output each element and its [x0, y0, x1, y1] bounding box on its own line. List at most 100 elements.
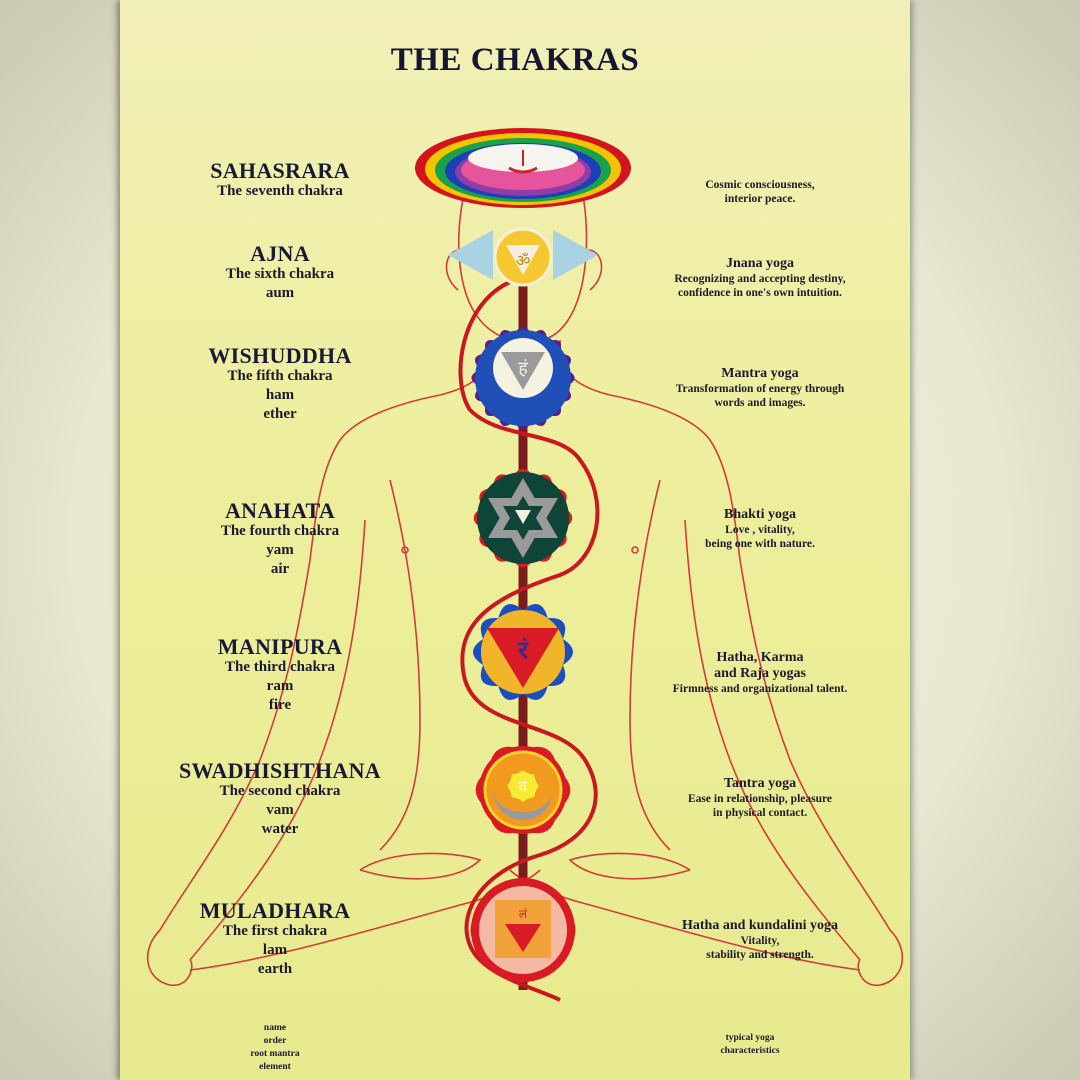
yoga-type: Hatha and kundalini yoga — [681, 918, 838, 933]
chakra-order: The sixth chakra — [225, 266, 335, 282]
label-swadhishthana: SWADHISHTHANA The second chakra vam wate… — [150, 760, 410, 839]
legend-item: order — [263, 1036, 287, 1046]
chakra-mantra: vam — [266, 802, 294, 818]
legend-item: root mantra — [250, 1049, 300, 1059]
desc-sahasrara: Cosmic consciousness, interior peace. — [650, 178, 870, 206]
chakra-wishuddha-icon: हं — [471, 326, 575, 430]
characteristic-line: being one with nature. — [705, 538, 815, 550]
chakra-name: SAHASRARA — [210, 158, 350, 183]
om-glyph: ॐ — [516, 252, 531, 270]
chakra-element: water — [261, 821, 299, 837]
chakra-order: The third chakra — [224, 659, 335, 675]
left-inner-arm — [189, 519, 366, 961]
chakra-order: The fourth chakra — [220, 523, 340, 539]
nadi-channel — [458, 278, 600, 1002]
legend-item: name — [263, 1023, 287, 1033]
chakra-muladhara-icon: लं — [470, 877, 576, 983]
legend-right: typical yoga characteristics — [690, 1032, 810, 1058]
downward-triangle — [505, 924, 541, 952]
label-sahasrara: SAHASRARA The seventh chakra — [180, 160, 380, 201]
desc-wishuddha: Mantra yoga Transformation of energy thr… — [650, 366, 870, 410]
characteristic-line: Transformation of energy through — [675, 383, 845, 395]
label-wishuddha: WISHUDDHA The fifth chakra ham ether — [180, 345, 380, 424]
ram-glyph: रं — [517, 637, 529, 664]
om-bindu — [508, 166, 538, 174]
chakra-order: The fifth chakra — [227, 368, 333, 384]
chakra-mantra: lam — [262, 942, 288, 958]
label-muladhara: MULADHARA The first chakra lam earth — [175, 900, 375, 979]
chakra-name: MANIPURA — [217, 634, 343, 659]
page-title: THE CHAKRAS — [390, 42, 640, 78]
right-foot — [568, 852, 691, 880]
ham-glyph: हं — [518, 358, 528, 378]
characteristic-line: Vitality, — [740, 935, 780, 947]
left-torso — [379, 479, 421, 851]
yoga-type: Bhakti yoga — [724, 507, 796, 522]
legend-item: element — [259, 1062, 291, 1072]
vam-glyph: वं — [519, 778, 529, 796]
right-hand — [857, 929, 904, 986]
legend-left: name order root mantra element — [220, 1022, 330, 1074]
label-manipura: MANIPURA The third chakra ram fire — [180, 636, 380, 715]
chakra-element: earth — [257, 961, 293, 977]
characteristic-line: confidence in one's own intuition. — [678, 287, 842, 299]
chakra-name: AJNA — [250, 241, 310, 266]
chakra-mantra: aum — [265, 285, 295, 301]
chakra-manipura-icon: रं — [473, 604, 573, 700]
characteristic-line: Recognizing and accepting destiny, — [674, 273, 846, 285]
left-nipple — [401, 546, 409, 554]
yoga-type: Hatha, Karma and Raja yogas — [714, 650, 806, 681]
chakra-mantra: ham — [265, 387, 295, 403]
label-anahata: ANAHATA The fourth chakra yam air — [180, 500, 380, 579]
yoga-type: Jnana yoga — [725, 256, 795, 271]
desc-ajna: Jnana yoga Recognizing and accepting des… — [650, 256, 870, 300]
right-arm — [739, 559, 891, 931]
chakra-order: The seventh chakra — [217, 183, 343, 199]
chakra-name: ANAHATA — [224, 498, 336, 523]
moon-crescent — [493, 790, 553, 820]
left-foot — [359, 852, 482, 880]
downward-triangle — [501, 352, 545, 390]
characteristic-line: Ease in relationship, pleasure — [688, 793, 832, 805]
yoga-type: Tantra yoga — [723, 776, 797, 791]
chakra-name: WISHUDDHA — [208, 343, 352, 368]
right-petal — [553, 230, 598, 280]
chakra-mantra: yam — [266, 542, 294, 558]
characteristic-line: words and images. — [714, 397, 806, 409]
downward-triangle — [506, 245, 540, 275]
desc-swadhishthana: Tantra yoga Ease in relationship, pleasu… — [650, 776, 870, 820]
desc-muladhara: Hatha and kundalini yoga Vitality, stabi… — [650, 918, 870, 962]
chakra-element: ether — [263, 406, 297, 422]
left-petal — [448, 230, 493, 280]
desc-anahata: Bhakti yoga Love , vitality, being one w… — [650, 507, 870, 551]
left-hand — [146, 929, 193, 986]
chakra-ajna-icon: ॐ — [448, 227, 598, 287]
chakra-swadhishthana-icon: वं — [475, 746, 571, 834]
left-arm — [159, 559, 311, 931]
chakra-name: MULADHARA — [199, 898, 351, 923]
desc-manipura: Hatha, Karma and Raja yogas Firmness and… — [645, 650, 875, 696]
swadhishthana-center — [509, 772, 537, 800]
characteristic-line: Love , vitality, — [725, 524, 795, 536]
right-ear — [587, 249, 603, 291]
yam-glyph — [515, 510, 531, 524]
chakra-element: fire — [268, 697, 292, 713]
chakra-poster: ॐ हं रं वं लं THE CHAKRAS SAHASRARA The seve… — [120, 0, 910, 1080]
legend-item: typical yoga — [725, 1033, 775, 1043]
legend-item: characteristics — [720, 1046, 780, 1056]
chakra-sahasrara-icon — [415, 128, 631, 208]
chakra-anahata-icon — [473, 468, 573, 568]
chakra-name: SWADHISHTHANA — [179, 758, 381, 783]
lam-glyph: लं — [519, 907, 528, 921]
right-inner-arm — [684, 519, 861, 961]
characteristic-line: stability and strength. — [706, 949, 814, 961]
characteristic-line: Cosmic consciousness, — [705, 179, 815, 191]
right-torso — [629, 479, 671, 851]
chakra-order: The second chakra — [219, 783, 341, 799]
right-nipple — [631, 546, 639, 554]
chakra-element: air — [270, 561, 290, 577]
characteristic-line: interior peace. — [724, 193, 796, 205]
chakra-mantra: ram — [266, 678, 294, 694]
yoga-type: Mantra yoga — [721, 366, 799, 381]
label-ajna: AJNA The sixth chakra aum — [180, 243, 380, 303]
